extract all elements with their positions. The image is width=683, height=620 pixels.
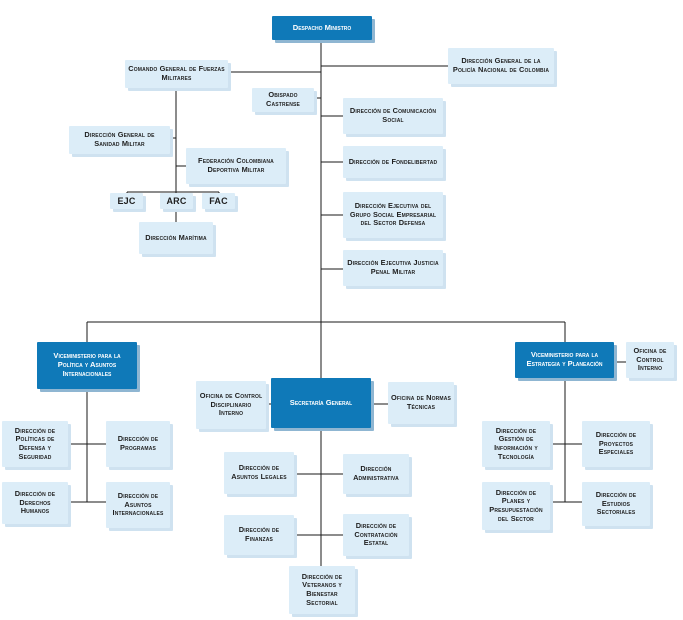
ejc-box: EJC (110, 193, 143, 209)
proyectos-especiales-label: Dirección de Proyectos Especiales (595, 429, 637, 457)
secretaria-general-label: Secretaría General (289, 397, 353, 407)
arc-box: ARC (160, 193, 193, 209)
federacion-deportiva-box: Federación Colombiana Deportiva Militar (186, 148, 286, 184)
comunicacion-social-box: Dirección de Comunicación Social (343, 98, 443, 134)
fac-label: FAC (209, 195, 228, 206)
federacion-deportiva-label: Federación Colombiana Deportiva Militar (198, 156, 274, 174)
control-interno-label: Oficina de Control Interno (633, 345, 667, 373)
justicia-penal-militar-box: Dirección Ejecutiva Justicia Penal Milit… (343, 250, 443, 286)
secretaria-general-box: Secretaría General (271, 378, 371, 428)
contratacion-estatal-box: Dirección de Contratación Estatal (343, 514, 409, 556)
direccion-maritima-label: Dirección Marítima (145, 232, 207, 242)
direccion-programas-box: Dirección de Programas (106, 421, 170, 467)
ejc-label: EJC (117, 195, 136, 206)
comando-general-box: Comando General de Fuerzas Militares (125, 60, 228, 88)
politicas-defensa-box: Dirección de Políticas de Defensa y Segu… (2, 421, 68, 467)
arc-label: ARC (166, 195, 187, 206)
normas-tecnicas-box: Oficina de Normas Técnicas (388, 382, 454, 424)
contratacion-estatal-label: Dirección de Contratación Estatal (354, 520, 398, 548)
estudios-sectoriales-label: Dirección de Estudios Sectoriales (595, 489, 637, 517)
justicia-penal-militar-label: Dirección Ejecutiva Justicia Penal Milit… (347, 258, 439, 276)
gestion-informacion-label: Dirección de Gestión de Información y Te… (494, 425, 538, 461)
despacho-ministro-label: Despacho Ministro (292, 22, 352, 32)
obispado-castrense-label: Obispado Castrense (266, 90, 300, 108)
control-disciplinario-box: Oficina de Control Disciplinario Interno (196, 381, 266, 429)
fondelibertad-box: Dirección de Fondelibertad (343, 146, 443, 178)
despacho-ministro-box: Despacho Ministro (272, 16, 372, 40)
direccion-administrativa-box: Dirección Administrativa (343, 454, 409, 494)
policia-nacional-box: Dirección General de la Policía Nacional… (448, 48, 554, 84)
planes-presupuestacion-label: Dirección de Planes y Presupuestación de… (489, 487, 543, 523)
fac-box: FAC (202, 193, 235, 209)
direccion-maritima-box: Dirección Marítima (139, 222, 213, 254)
comunicacion-social-label: Dirección de Comunicación Social (349, 106, 437, 124)
obispado-castrense-box: Obispado Castrense (252, 88, 314, 112)
comando-general-label: Comando General de Fuerzas Militares (128, 64, 225, 82)
asuntos-internacionales-label: Dirección de Asuntos Internacionales (112, 490, 164, 518)
asuntos-legales-box: Dirección de Asuntos Legales (224, 452, 294, 494)
control-interno-box: Oficina de Control Interno (626, 342, 674, 378)
viceministerio-estrategia-label: Viceministerio para la Estrategia y Plan… (526, 350, 603, 368)
estudios-sectoriales-box: Dirección de Estudios Sectoriales (582, 482, 650, 526)
direccion-finanzas-box: Dirección de Finanzas (224, 515, 294, 555)
asuntos-internacionales-box: Dirección de Asuntos Internacionales (106, 482, 170, 528)
direccion-finanzas-label: Dirección de Finanzas (238, 525, 280, 543)
proyectos-especiales-box: Dirección de Proyectos Especiales (582, 421, 650, 467)
fondelibertad-label: Dirección de Fondelibertad (348, 156, 438, 166)
politicas-defensa-label: Dirección de Políticas de Defensa y Segu… (14, 425, 56, 461)
grupo-social-empresarial-box: Dirección Ejecutiva del Grupo Social Emp… (343, 192, 443, 238)
normas-tecnicas-label: Oficina de Normas Técnicas (391, 393, 451, 411)
viceministerio-politica-box: Viceministerio para la Política y Asunto… (37, 342, 137, 389)
gestion-informacion-box: Dirección de Gestión de Información y Te… (482, 421, 550, 467)
asuntos-legales-label: Dirección de Asuntos Legales (231, 463, 287, 481)
viceministerio-estrategia-box: Viceministerio para la Estrategia y Plan… (515, 342, 614, 378)
veteranos-bienestar-box: Dirección de Veteranos y Bienestar Secto… (289, 566, 355, 614)
derechos-humanos-label: Dirección de Derechos Humanos (14, 488, 56, 516)
planes-presupuestacion-box: Dirección de Planes y Presupuestación de… (482, 482, 550, 530)
veteranos-bienestar-label: Dirección de Veteranos y Bienestar Secto… (301, 571, 343, 607)
control-disciplinario-label: Oficina de Control Disciplinario Interno (199, 390, 263, 418)
viceministerio-politica-label: Viceministerio para la Política y Asunto… (53, 351, 121, 378)
direccion-programas-label: Dirección de Programas (117, 434, 159, 452)
derechos-humanos-box: Dirección de Derechos Humanos (2, 482, 68, 524)
grupo-social-empresarial-label: Dirección Ejecutiva del Grupo Social Emp… (349, 200, 437, 228)
direccion-administrativa-label: Dirección Administrativa (353, 464, 399, 482)
sanidad-militar-label: Dirección General de Sanidad Militar (84, 130, 155, 148)
policia-nacional-label: Dirección General de la Policía Nacional… (452, 56, 550, 74)
sanidad-militar-box: Dirección General de Sanidad Militar (69, 126, 170, 154)
